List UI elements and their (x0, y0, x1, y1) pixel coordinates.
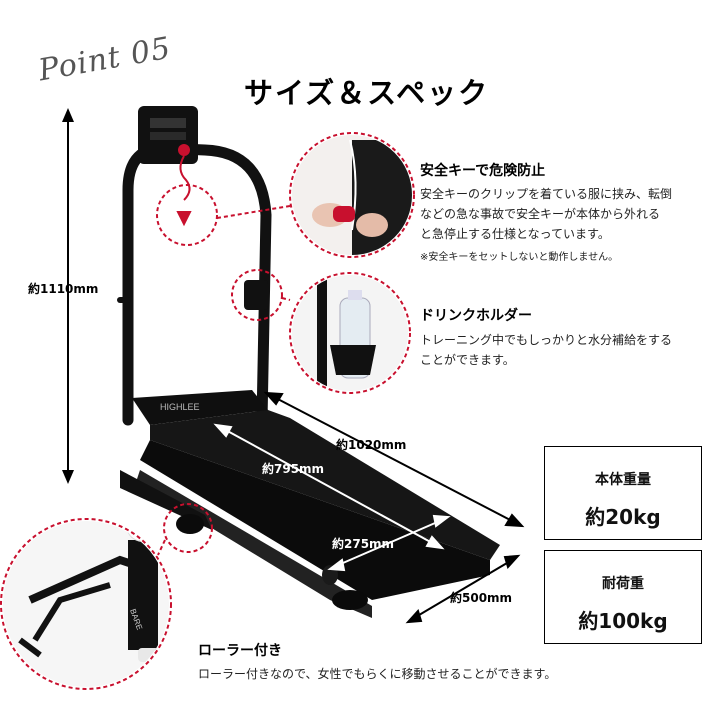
safety-key-title: 安全キーで危険防止 (420, 163, 546, 179)
deck-logo: HIGHLEE (160, 402, 200, 412)
roller-title: ローラー付き (198, 643, 282, 659)
drink-holder-body: トレーニング中でもしっかりと水分補給をする ことができます。 (420, 330, 710, 370)
belt-width-label: 約275mm (332, 537, 395, 551)
spec-value: 約20kg (585, 505, 661, 529)
safety-key-leader (216, 205, 291, 219)
safety-key-photo (292, 135, 412, 255)
drink-holder-body-line: トレーニング中でもしっかりと水分補給をする (420, 333, 673, 347)
drink-holder-photo (292, 275, 408, 391)
belt-width-arrow (327, 514, 451, 572)
safety-key-callout-large (289, 132, 415, 258)
roller-body: ローラー付きなので、女性でもらくに移動させることができます。 (198, 667, 557, 681)
roller-callout-small (163, 503, 213, 553)
page-title: サイズ＆スペック (244, 76, 490, 110)
belt-length-arrow (213, 423, 445, 550)
spec-label: 耐荷重 (602, 576, 644, 592)
drink-holder-leader (281, 297, 291, 301)
spec-box-weight: 本体重量 約20kg (544, 446, 702, 540)
safety-key-cord (176, 155, 192, 227)
safety-key-body-line: と急停止する仕様となっています。 (420, 227, 610, 241)
length-dimension-arrow (263, 391, 525, 528)
treadmill-console (138, 106, 198, 164)
spec-value: 約100kg (578, 609, 668, 633)
drink-holder-callout-small (231, 269, 283, 321)
treadmill-deck: HIGHLEE (120, 390, 500, 618)
height-dimension-arrow (62, 108, 74, 484)
height-dimension-label: 約1110mm (28, 282, 99, 296)
safety-key-body-line: などの急な事故で安全キーが本体から外れる (420, 207, 661, 221)
spec-label: 本体重量 (595, 472, 651, 488)
belt-length-label: 約795mm (262, 462, 325, 476)
safety-key-note: ※安全キーをセットしないと動作しません。 (420, 252, 619, 263)
drink-holder-callout-large (289, 272, 411, 394)
width-dimension-label: 約500mm (450, 591, 513, 605)
length-dimension-label: 約1020mm (336, 438, 407, 452)
drink-holder-shape (244, 280, 268, 310)
drink-holder-body-line: ことができます。 (420, 353, 515, 367)
roller-callout-large (0, 518, 172, 690)
safety-key-callout-small (156, 184, 218, 246)
treadmill-frame (117, 142, 272, 426)
drink-holder-title: ドリンクホルダー (420, 308, 532, 324)
safety-key-body-line: 安全キーのクリップを着ている服に挟み、転倒 (420, 187, 673, 201)
spec-box-load: 耐荷重 約100kg (544, 550, 702, 644)
safety-key-body: 安全キーのクリップを着ている服に挟み、転倒 などの急な事故で安全キーが本体から外… (420, 184, 710, 244)
roller-leader (157, 539, 166, 556)
width-dimension-arrow (405, 554, 521, 624)
